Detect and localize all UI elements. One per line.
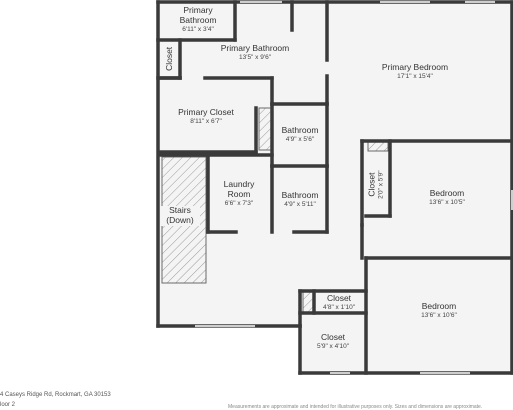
room-closet-small: Closet 4'8" x 1'10" (315, 293, 363, 311)
shaft-hatch-bath (258, 107, 272, 151)
room-dimensions: 4'8" x 1'10" (322, 303, 356, 311)
window-frames (195, 0, 495, 375)
room-dimensions: 6'11" x 3'4" (182, 25, 214, 33)
room-name: Primary Closet (178, 107, 234, 117)
room-bedroom-upper: Bedroom 13'6" x 10'5" (405, 188, 489, 206)
room-name: Laundry (223, 179, 255, 189)
room-primary-bedroom: Primary Bedroom 17'1" x 15'4" (355, 62, 475, 80)
room-name: Stairs (169, 205, 191, 215)
room-name: Closet (326, 293, 352, 303)
property-address: 4 Caseys Ridge Rd, Rockmart, GA 30153 (0, 392, 111, 398)
room-name: Bathroom (179, 14, 217, 25)
walls (156, 0, 513, 375)
room-name: Closet (366, 172, 377, 197)
shaft-hatch-small (302, 291, 314, 313)
room-primary-bathroom-small: Primary Bathroom 6'11" x 3'4" (160, 5, 236, 33)
room-primary-bathroom: Primary Bathroom 13'5" x 9'6" (205, 43, 305, 61)
room-dimensions: 6'6" x 7'3" (224, 199, 254, 207)
room-bathroom-upper: Bathroom 4'9" x 5'6" (272, 125, 328, 143)
floor-area (158, 2, 512, 373)
room-primary-closet: Primary Closet 8'11" x 6'7" (160, 107, 252, 125)
room-name: Primary Bathroom (220, 43, 290, 53)
room-bedroom-lower: Bedroom 13'6" x 10'6" (397, 301, 481, 319)
room-dimensions: 13'6" x 10'6" (421, 311, 457, 319)
disclaimer-text: Measurements are approximate and intende… (228, 404, 483, 410)
room-dimensions: 2'0" x 5'9" (377, 170, 385, 199)
room-name: Bedroom (421, 301, 457, 311)
room-name: Primary (183, 5, 213, 15)
room-dimensions: 8'11" x 6'7" (190, 117, 222, 125)
room-bathroom-lower: Bathroom 4'9" x 5'11" (272, 190, 328, 208)
room-laundry: Laundry Room 6'6" x 7'3" (210, 179, 268, 207)
room-name: Bathroom (281, 125, 319, 135)
room-name: Room (227, 188, 251, 199)
room-name: Bedroom (429, 188, 465, 198)
room-stairs: Stairs (Down) (160, 205, 200, 226)
room-dimensions: 4'9" x 5'6" (285, 135, 315, 143)
room-name: Closet (320, 332, 346, 342)
room-dimensions: 4'9" x 5'11" (284, 200, 316, 208)
room-closet-left: Closet (164, 31, 175, 87)
floor-label: loor 2 (0, 402, 16, 408)
room-dimensions: 17'1" x 15'4" (397, 72, 433, 80)
room-name: (Down) (166, 214, 194, 225)
room-dimensions: 13'6" x 10'5" (429, 198, 465, 206)
room-dimensions: 13'5" x 9'6" (238, 53, 272, 61)
room-name: Primary Bedroom (381, 62, 449, 72)
room-name: Closet (164, 46, 175, 71)
room-name: Bathroom (281, 190, 319, 200)
room-dimensions: 5'9" x 4'10" (316, 342, 350, 350)
room-closet-right: Closet 2'0" x 5'9" (366, 155, 385, 215)
room-closet-bottom: Closet 5'9" x 4'10" (303, 332, 363, 350)
windows (195, 1, 513, 374)
